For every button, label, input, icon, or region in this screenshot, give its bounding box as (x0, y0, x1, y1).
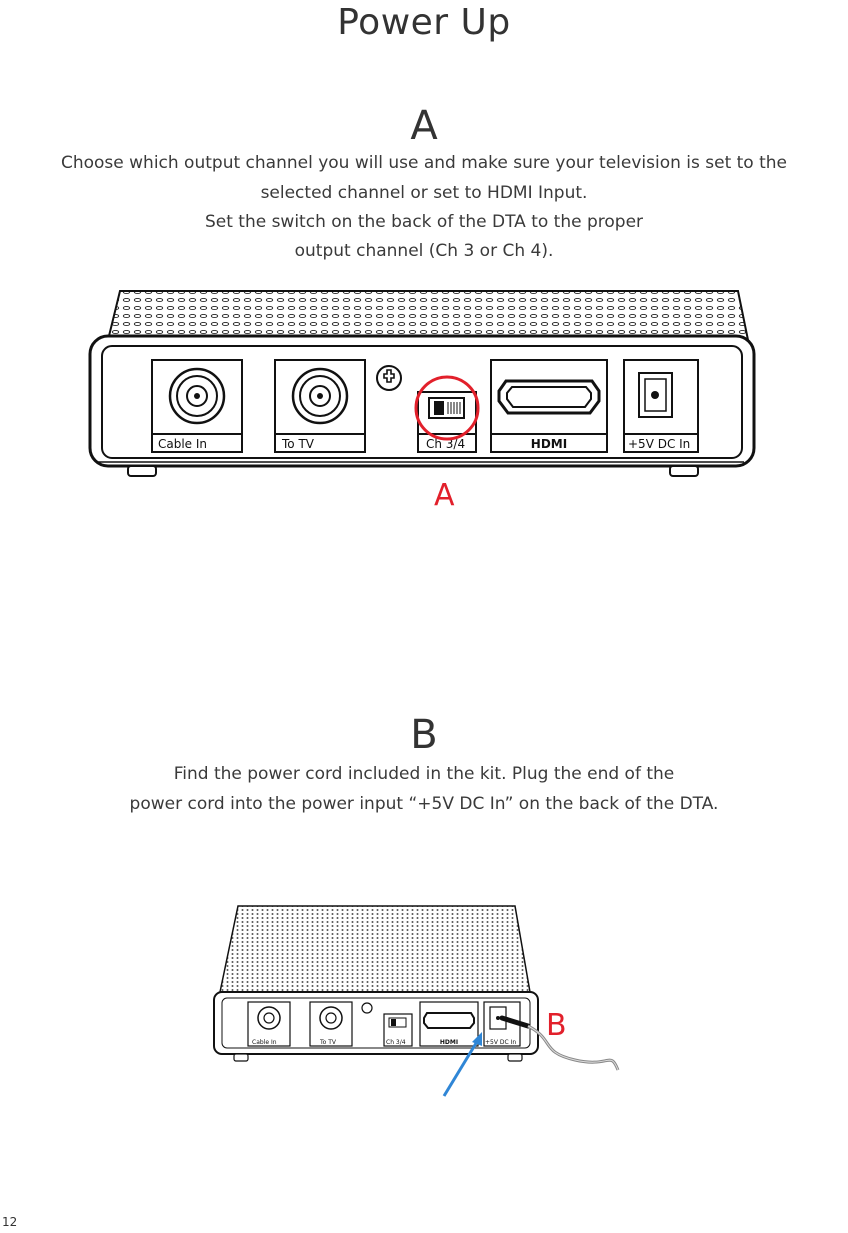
cable-in-label-b: Cable In (252, 1039, 277, 1046)
power-cord (499, 1015, 620, 1071)
step-a-instruction-3: Set the switch on the back of the DTA to… (204, 212, 644, 232)
to-tv-port: To TV (274, 359, 366, 453)
hdmi-label: HDMI (531, 437, 567, 451)
to-tv-label: To TV (281, 437, 315, 451)
hdmi-port: HDMI (490, 359, 608, 453)
step-b-callout-label: B (546, 1008, 567, 1043)
cable-in-label: Cable In (158, 437, 207, 451)
channel-switch: Ch 3/4 (417, 391, 477, 453)
step-a-instruction-2: selected channel or set to HDMI Input. (260, 183, 588, 203)
page-number: 12 (2, 1215, 18, 1229)
device-back-panel-a: Cable In To TV Ch 3/4 HDMI (88, 290, 756, 477)
device-back-panel-b: Cable In To TV Ch 3/4 HDMI +5V DC In (213, 905, 620, 1097)
power-port: +5V DC In (623, 359, 699, 453)
screw-icon (376, 365, 402, 391)
ch-switch-label-b: Ch 3/4 (386, 1039, 406, 1046)
hdmi-label-b: HDMI (440, 1039, 458, 1046)
step-b-letter: B (410, 712, 438, 758)
power-label: +5V DC In (628, 437, 690, 451)
step-a-instruction-1: Choose which output channel you will use… (60, 153, 788, 173)
screw-icon-b (361, 1002, 373, 1014)
step-b-instruction-2: power cord into the power input “+5V DC … (129, 794, 719, 814)
step-a-letter: A (410, 103, 438, 149)
power-label-b: +5V DC In (485, 1039, 516, 1046)
arrow-icon (442, 1032, 482, 1097)
to-tv-label-b: To TV (319, 1039, 337, 1046)
cable-in-port: Cable In (151, 359, 243, 453)
page-title: Power Up (337, 2, 511, 43)
step-a-instruction-4: output channel (Ch 3 or Ch 4). (294, 241, 554, 261)
step-a-callout-label: A (434, 478, 455, 513)
switch-highlight-circle (414, 375, 480, 441)
ch-switch-label: Ch 3/4 (426, 437, 465, 451)
step-b-instruction-1: Find the power cord included in the kit.… (173, 764, 675, 784)
